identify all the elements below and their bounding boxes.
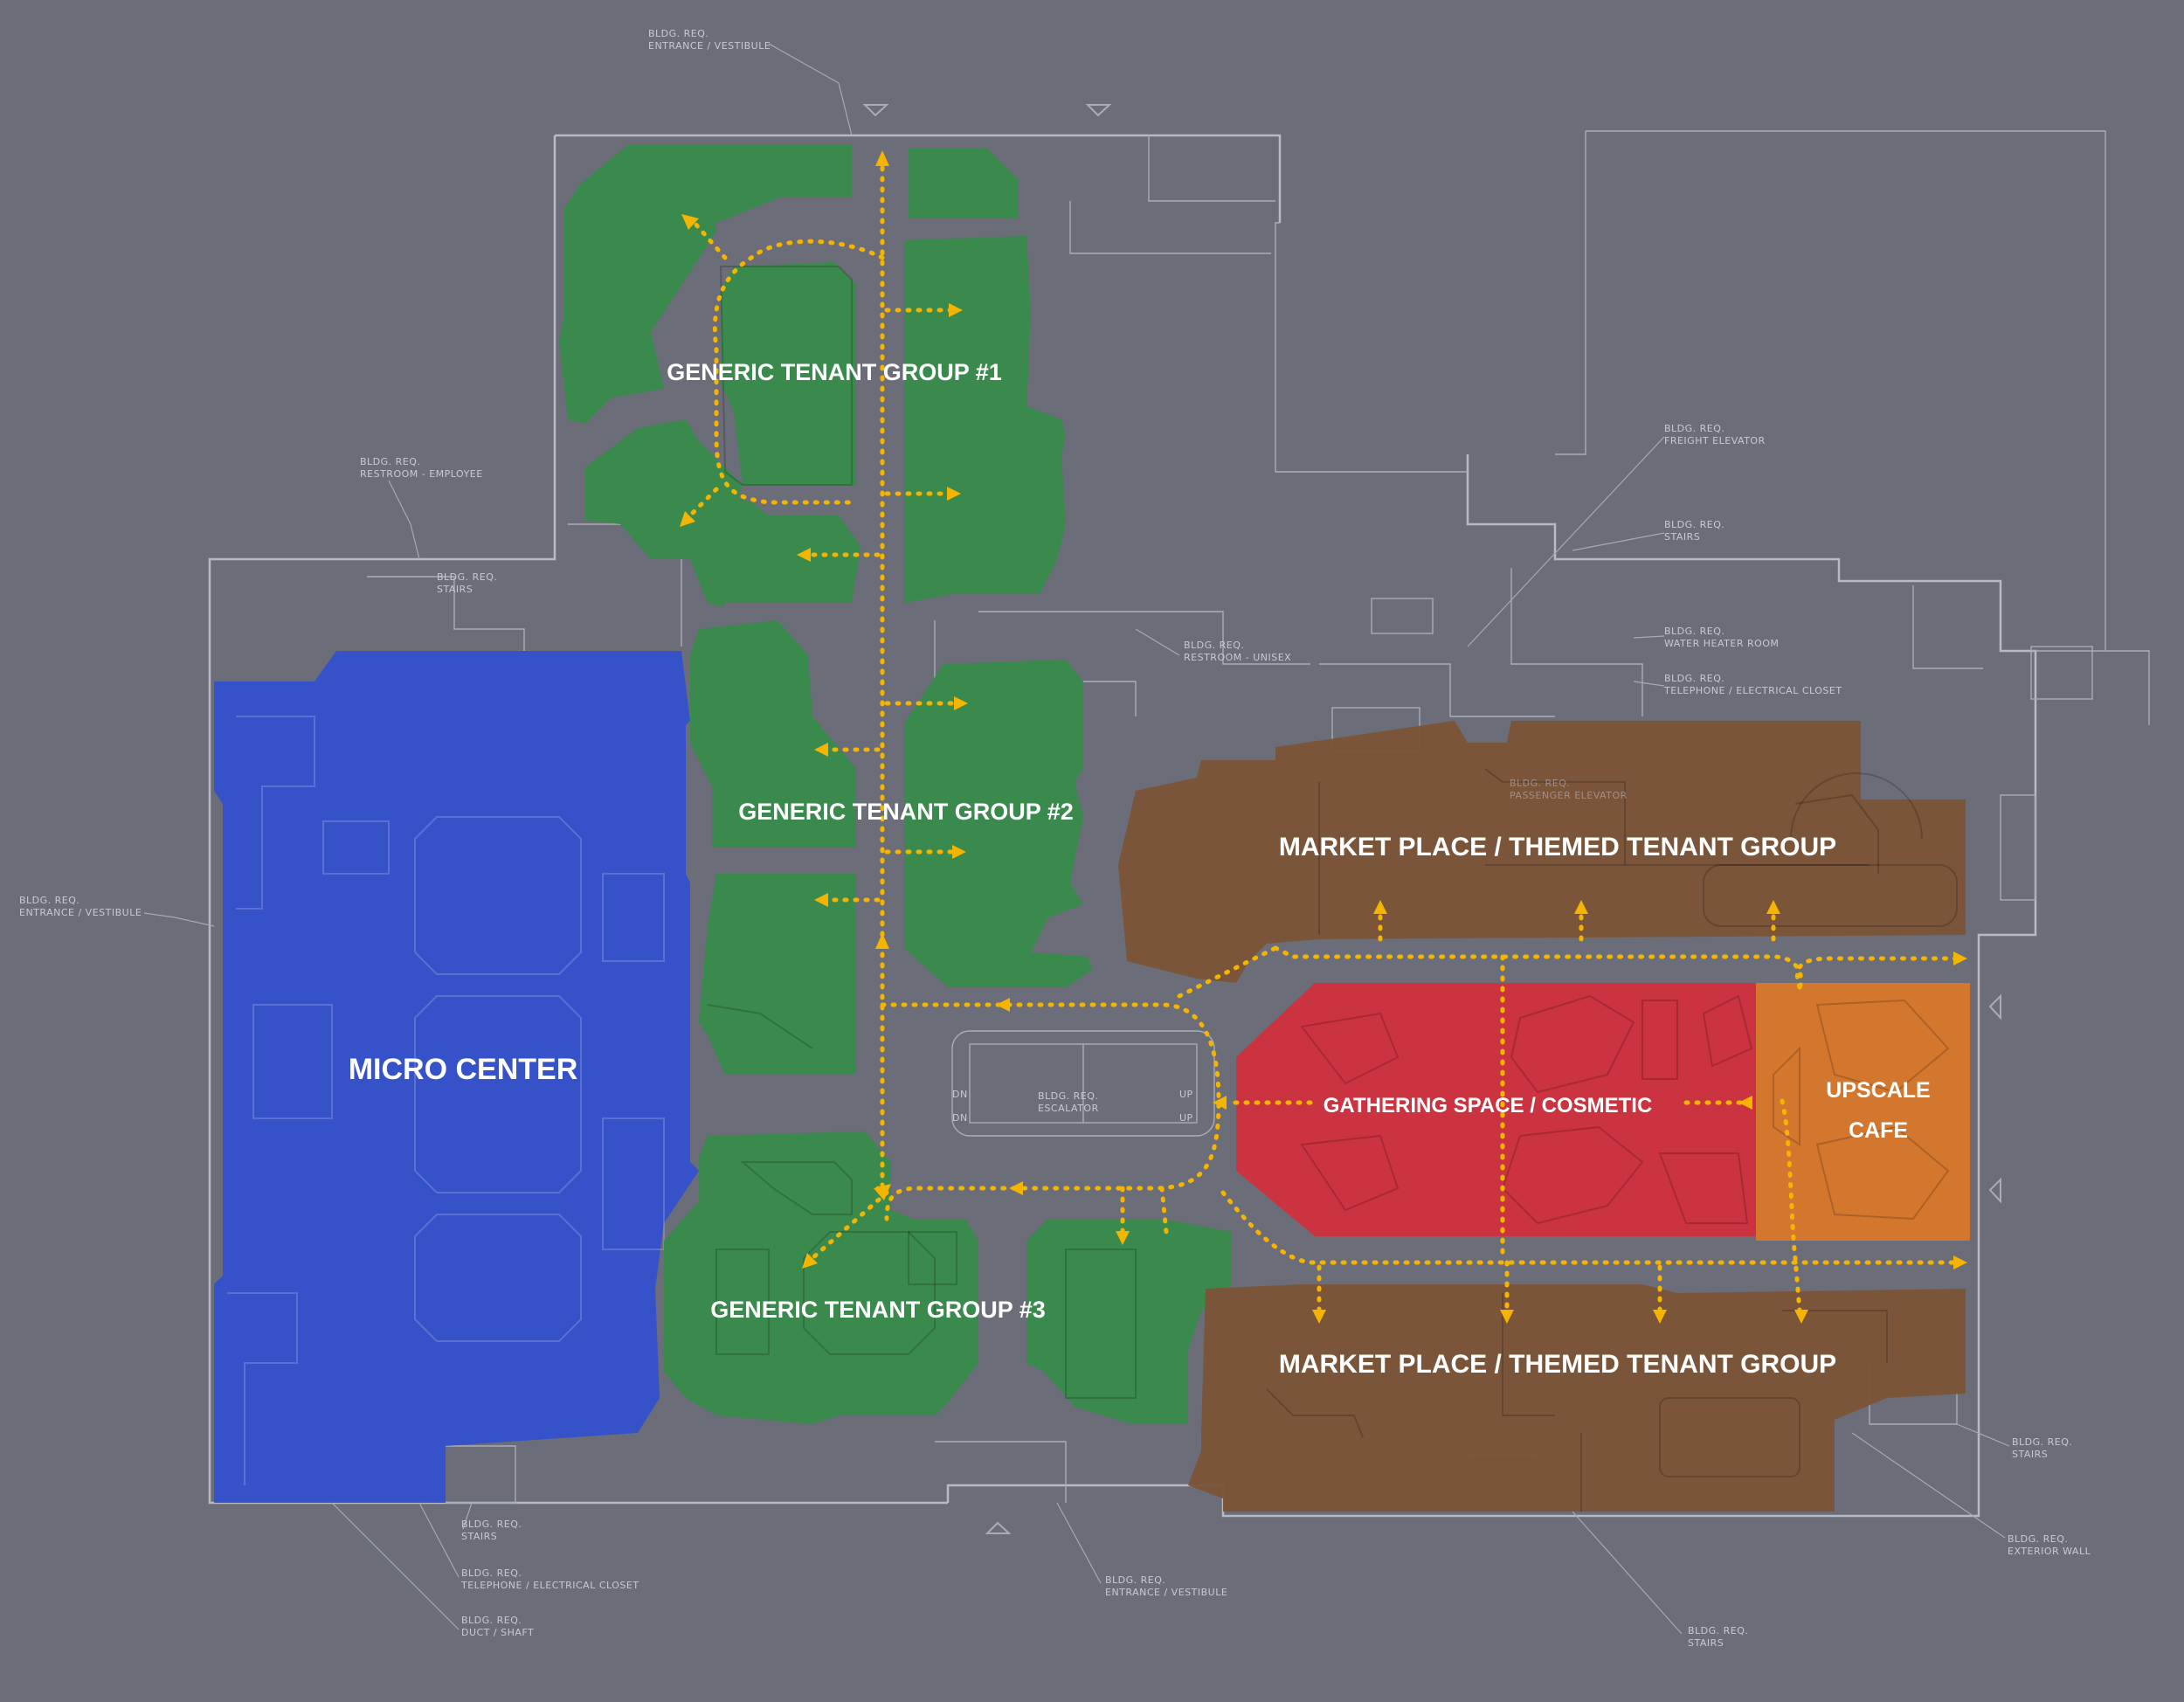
note-water-heater-1: BLDG. REQ. bbox=[1664, 626, 1724, 637]
note-stairs-bottom-left-2: STAIRS bbox=[461, 1531, 497, 1542]
note-entrance-top-2: ENTRANCE / VESTIBULE bbox=[648, 40, 771, 52]
note-telephone-bottom-1: BLDG. REQ. bbox=[461, 1567, 522, 1579]
note-escalator-2: ESCALATOR bbox=[1038, 1103, 1099, 1114]
zone-tenant-group-3[interactable] bbox=[664, 1131, 1232, 1424]
note-entrance-top-1: BLDG. REQ. bbox=[648, 28, 708, 39]
note-exterior-wall-1: BLDG. REQ. bbox=[2008, 1533, 2068, 1545]
note-duct-shaft-2: DUCT / SHAFT bbox=[461, 1627, 534, 1638]
zone-market-place-top[interactable] bbox=[1118, 721, 1966, 983]
note-exterior-wall-2: EXTERIOR WALL bbox=[2008, 1546, 2091, 1557]
note-stairs-right-1: BLDG. REQ. bbox=[1664, 519, 1724, 530]
tenant-green-details bbox=[707, 266, 1137, 1399]
note-stairs-right-2: STAIRS bbox=[1664, 531, 1700, 543]
note-stairs-far-right-1: BLDG. REQ. bbox=[2012, 1436, 2072, 1448]
label-upscale-cafe-line1: UPSCALE bbox=[1826, 1078, 1930, 1103]
note-telephone-bottom-2: TELEPHONE / ELECTRICAL CLOSET bbox=[460, 1580, 639, 1591]
zone-gathering-space[interactable] bbox=[1236, 983, 1756, 1236]
note-restroom-employee-1: BLDG. REQ. bbox=[360, 456, 420, 467]
gathering-details bbox=[1300, 994, 1950, 1225]
escalator: UP UP DN DN bbox=[952, 1089, 1193, 1124]
label-upscale-cafe-line2: CAFE bbox=[1849, 1118, 1908, 1143]
note-telephone-right-1: BLDG. REQ. bbox=[1664, 673, 1724, 684]
market-bottom-details bbox=[1266, 1293, 1888, 1512]
zone-upscale-cafe[interactable] bbox=[1756, 983, 1970, 1241]
note-entrance-bottom-2: ENTRANCE / VESTIBULE bbox=[1105, 1587, 1227, 1598]
escalator-dn-mark: DN bbox=[952, 1089, 968, 1100]
note-water-heater-2: WATER HEATER ROOM bbox=[1664, 638, 1779, 649]
note-stairs-bottom-right-2: STAIRS bbox=[1688, 1637, 1724, 1649]
note-restroom-unisex-1: BLDG. REQ. bbox=[1184, 640, 1244, 651]
note-entrance-left-2: ENTRANCE / VESTIBULE bbox=[19, 907, 142, 918]
zone-tenant-group-2[interactable] bbox=[690, 620, 1092, 1075]
note-passenger-elevator-1: BLDG. REQ. bbox=[1510, 778, 1570, 789]
entrance-marker-right-2 bbox=[1988, 1177, 2001, 1204]
annotations: BLDG. REQ. ENTRANCE / VESTIBULE BLDG. RE… bbox=[19, 28, 2091, 1649]
note-entrance-bottom-1: BLDG. REQ. bbox=[1105, 1574, 1165, 1586]
entrance-marker-top-2 bbox=[1085, 104, 1112, 117]
note-restroom-unisex-2: RESTROOM - UNISEX bbox=[1184, 652, 1291, 663]
label-market-place-top: MARKET PLACE / THEMED TENANT GROUP bbox=[1279, 833, 1836, 861]
zone-tenant-group-1[interactable] bbox=[559, 144, 1066, 607]
label-tenant-group-2: GENERIC TENANT GROUP #2 bbox=[738, 799, 1074, 825]
note-stairs-bottom-left-1: BLDG. REQ. bbox=[461, 1519, 522, 1530]
escalator-up-mark: UP bbox=[1179, 1089, 1193, 1100]
note-stairs-far-right-2: STAIRS bbox=[2012, 1449, 2048, 1460]
note-freight-elevator-2: FREIGHT ELEVATOR bbox=[1664, 435, 1766, 446]
market-top-details bbox=[1318, 768, 1958, 935]
note-stairs-left-1: BLDG. REQ. bbox=[437, 571, 497, 583]
note-passenger-elevator-2: PASSENGER ELEVATOR bbox=[1510, 790, 1628, 801]
escalator-up-mark-2: UP bbox=[1179, 1112, 1193, 1124]
micro-center-details bbox=[227, 716, 665, 1485]
entrance-marker-bottom bbox=[985, 1521, 1012, 1534]
label-market-place-bottom: MARKET PLACE / THEMED TENANT GROUP bbox=[1279, 1350, 1836, 1379]
note-stairs-left-2: STAIRS bbox=[437, 584, 473, 595]
escalator-dn-mark-2: DN bbox=[952, 1112, 968, 1124]
label-tenant-group-3: GENERIC TENANT GROUP #3 bbox=[710, 1297, 1046, 1323]
zone-micro-center[interactable] bbox=[214, 651, 699, 1503]
note-escalator-1: BLDG. REQ. bbox=[1038, 1090, 1098, 1102]
label-micro-center: MICRO CENTER bbox=[349, 1053, 578, 1086]
note-freight-elevator-1: BLDG. REQ. bbox=[1664, 423, 1724, 434]
zone-market-place-bottom[interactable] bbox=[1188, 1284, 1966, 1512]
label-gathering-space: GATHERING SPACE / COSMETIC bbox=[1324, 1094, 1652, 1117]
note-telephone-right-2: TELEPHONE / ELECTRICAL CLOSET bbox=[1663, 685, 1842, 696]
circulation-paths bbox=[688, 155, 1959, 1313]
entrance-marker-top bbox=[862, 104, 889, 117]
path-arrowheads bbox=[680, 150, 1967, 1324]
note-restroom-employee-2: RESTROOM - EMPLOYEE bbox=[360, 468, 483, 480]
entrance-marker-right bbox=[1988, 993, 2001, 1021]
note-duct-shaft-1: BLDG. REQ. bbox=[461, 1615, 522, 1626]
entrance-markers bbox=[862, 104, 2001, 1534]
label-tenant-group-1: GENERIC TENANT GROUP #1 bbox=[667, 359, 1002, 385]
note-entrance-left-1: BLDG. REQ. bbox=[19, 895, 79, 906]
note-stairs-bottom-right-1: BLDG. REQ. bbox=[1688, 1625, 1748, 1636]
